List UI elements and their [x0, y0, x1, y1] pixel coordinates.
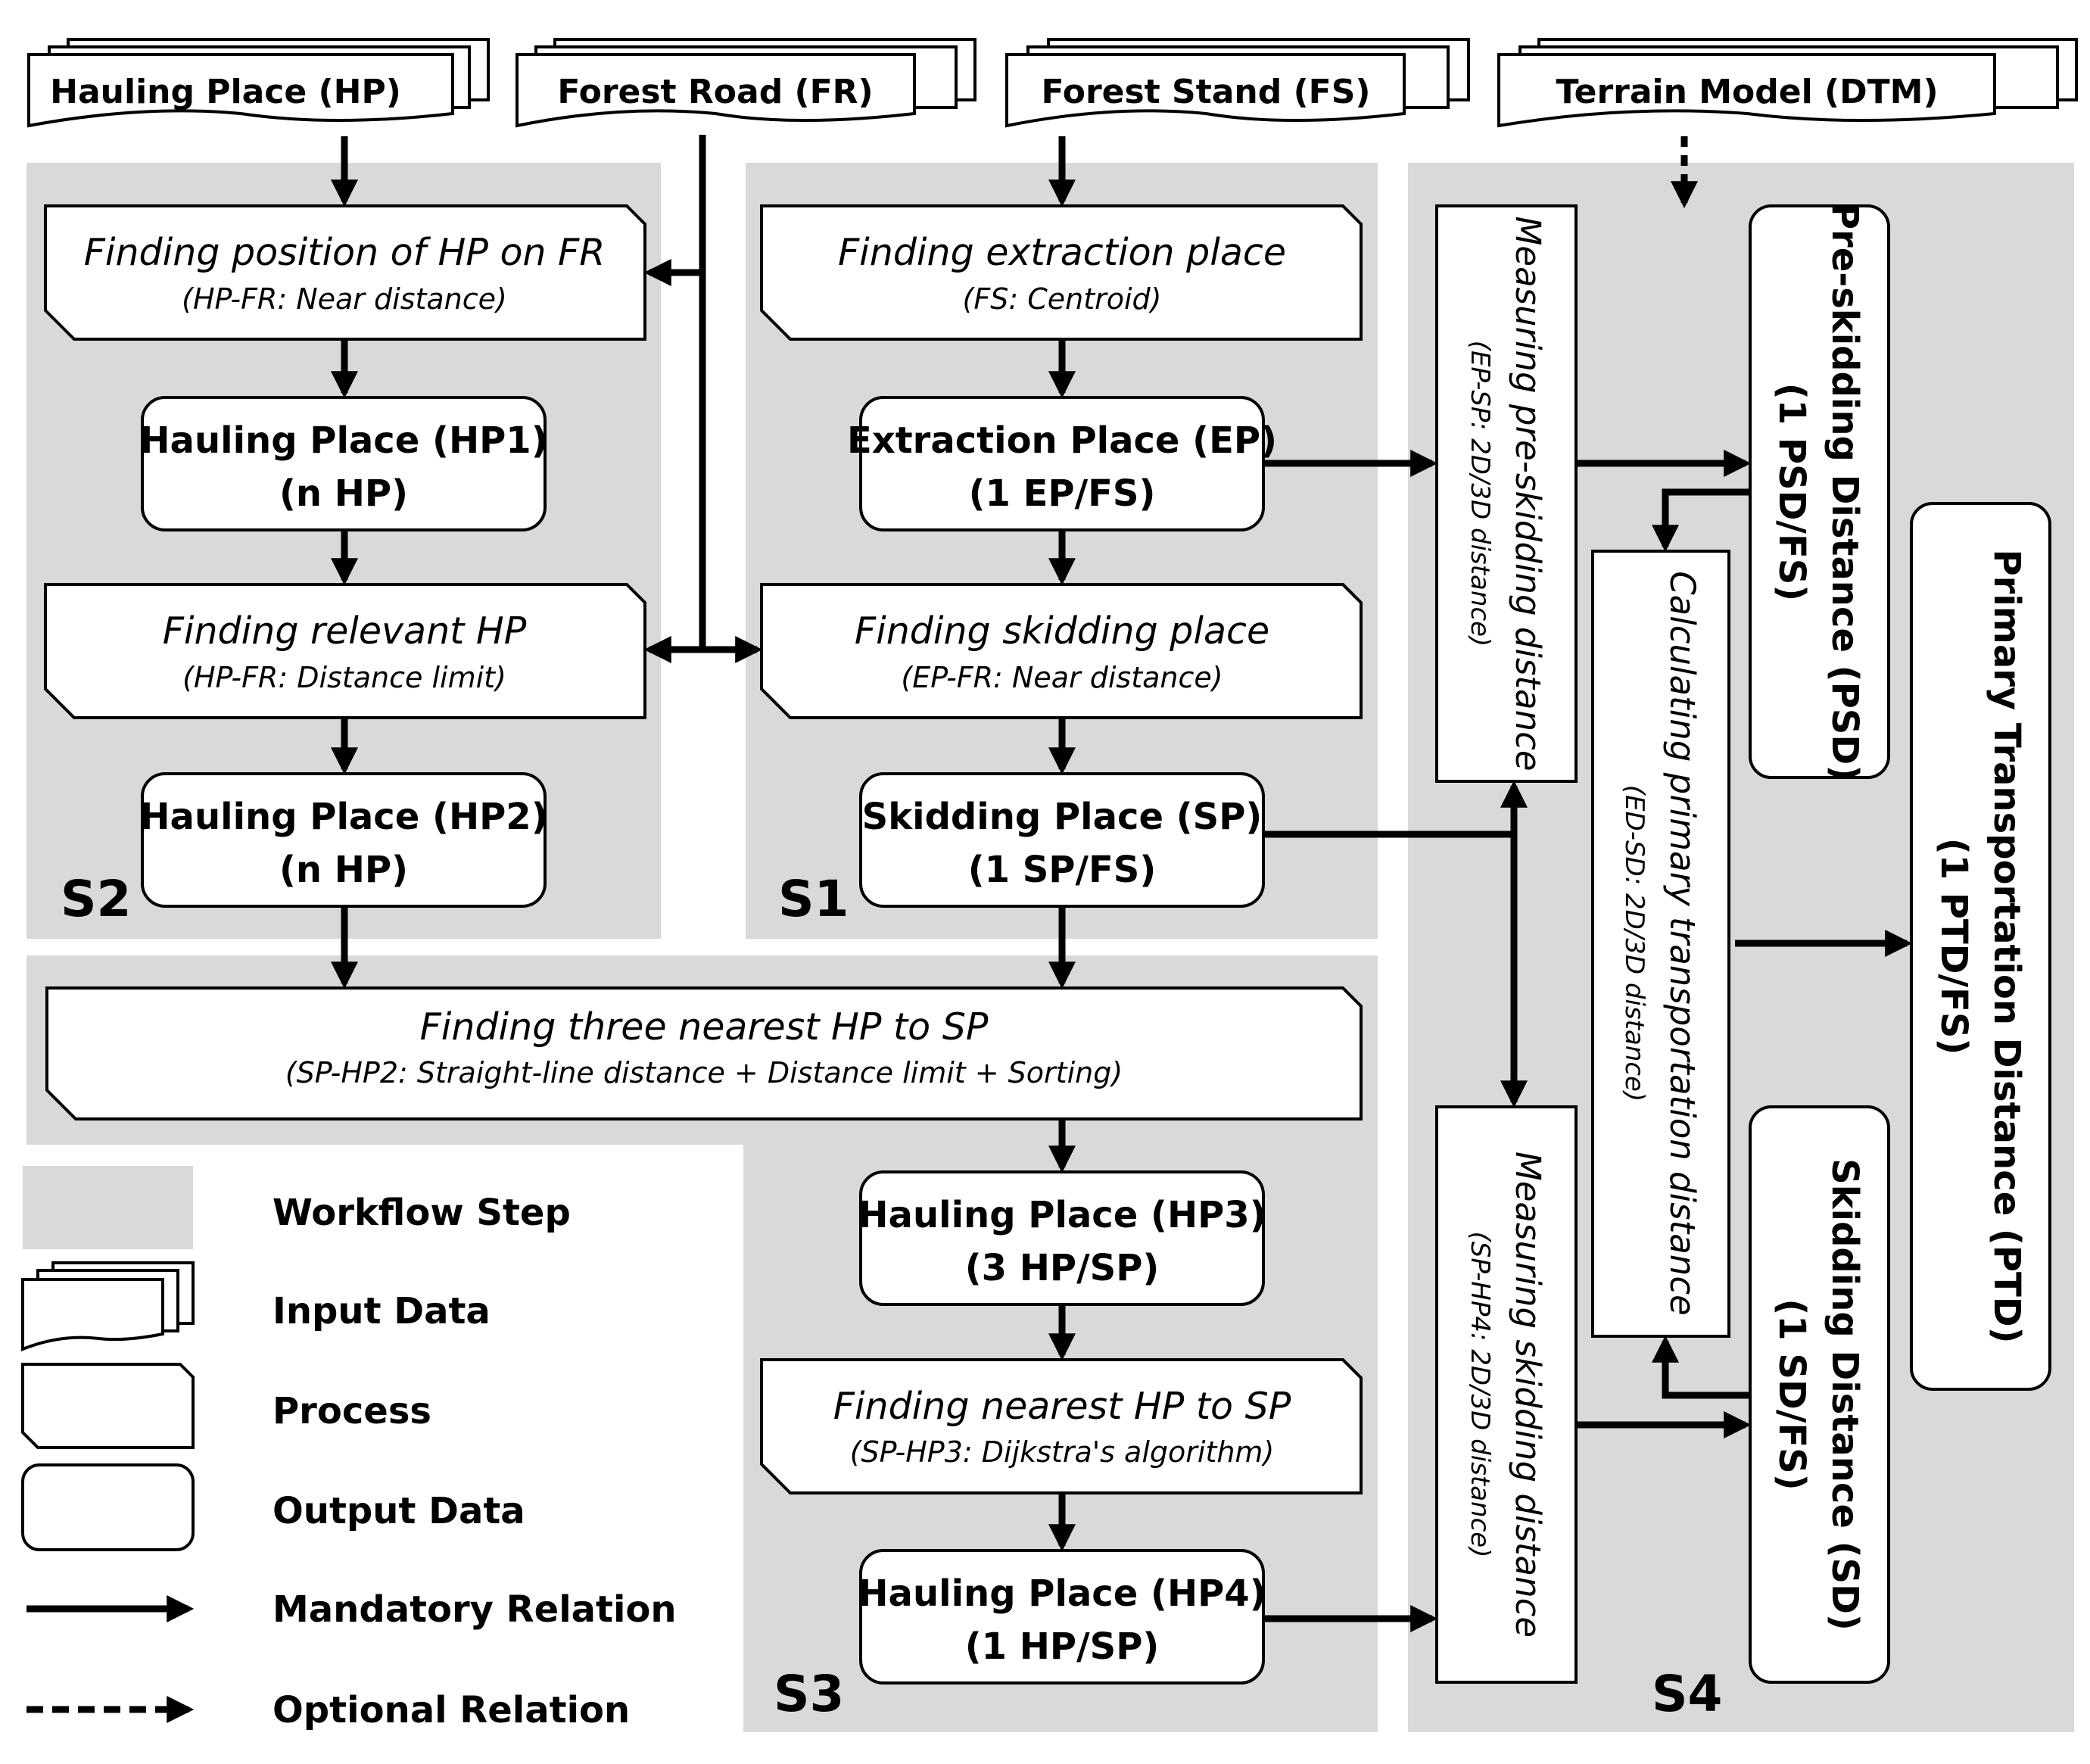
process-find-three-nearest-hp: Finding three nearest HP to SP (SP-HP2: … [45, 986, 1363, 1120]
process-find-extraction-place-title: Finding extraction place [838, 231, 1286, 274]
input-hauling-place-label: Hauling Place (HP) [50, 73, 401, 111]
input-hauling-place: Hauling Place (HP) [27, 38, 490, 128]
process-find-hp-on-fr-title: Finding position of HP on FR [84, 231, 606, 274]
output-ptd-line1: Primary Transportation Distance (PTD) [1986, 550, 2028, 1344]
process-measure-preskidding-title: Measuring pre-skidding distance [1508, 216, 1548, 771]
process-measure-skidding: Measuring skidding distance (SP-HP4: 2D/… [1435, 1105, 1578, 1684]
output-sp: Skidding Place (SP) (1 SP/FS) [859, 772, 1265, 908]
process-find-skidding-place-title: Finding skidding place [855, 609, 1269, 653]
output-sd: Skidding Distance (SD) (1 SD/FS) [1749, 1105, 1890, 1684]
output-hp2-line2: (n HP) [279, 849, 408, 891]
process-find-nearest-hp-subtitle: (SP-HP3: Dijkstra's algorithm) [850, 1435, 1275, 1469]
process-find-hp-on-fr-subtitle: (HP-FR: Near distance) [182, 282, 507, 316]
output-sd-line2: (1 SD/FS) [1771, 1298, 1813, 1490]
legend-mandatory-label: Mandatory Relation [273, 1588, 677, 1631]
arrow-psd-to-calculate [1652, 488, 1750, 553]
output-psd-line1: Pre-skidding Distance (PSD) [1824, 203, 1866, 781]
output-hp4-line2: (1 HP/SP) [965, 1625, 1160, 1668]
process-find-skidding-place: Finding skidding place (EP-FR: Near dist… [760, 583, 1363, 719]
process-calculate-primary-subtitle: (ED-SD: 2D/3D distance) [1619, 785, 1649, 1102]
step-s2-label: S2 [61, 870, 131, 928]
output-sd-line1: Skidding Distance (SD) [1824, 1158, 1866, 1631]
output-hp4: Hauling Place (HP4) (1 HP/SP) [858, 1549, 1266, 1685]
process-find-three-nearest-hp-subtitle: (SP-HP2: Straight-line distance + Distan… [285, 1056, 1123, 1089]
arrow-sd-to-calculate [1652, 1335, 1750, 1399]
output-hp4-line1: Hauling Place (HP4) [858, 1572, 1266, 1615]
process-measure-skidding-subtitle: (SP-HP4: 2D/3D distance) [1465, 1232, 1495, 1558]
output-hp1-line1: Hauling Place (HP1) [139, 419, 547, 462]
process-find-extraction-place: Finding extraction place (FS: Centroid) [760, 204, 1363, 341]
process-find-nearest-hp-title: Finding nearest HP to SP [833, 1385, 1291, 1428]
output-hp2: Hauling Place (HP2) (n HP) [139, 772, 548, 908]
output-ep-line1: Extraction Place (EP) [847, 419, 1277, 462]
process-find-extraction-place-subtitle: (FS: Centroid) [963, 282, 1162, 316]
legend-workflow-step-label: Workflow Step [273, 1192, 571, 1234]
legend-process-icon [21, 1363, 195, 1449]
input-forest-road: Forest Road (FR) [515, 38, 976, 128]
process-measure-preskidding-subtitle: (EP-SP: 2D/3D distance) [1465, 341, 1495, 647]
output-hp3-line1: Hauling Place (HP3) [858, 1194, 1266, 1236]
step-s3-panel [26, 955, 1378, 1732]
output-hp1: Hauling Place (HP1) (n HP) [139, 396, 548, 531]
output-hp3-line2: (3 HP/SP) [965, 1247, 1160, 1289]
process-find-relevant-hp-title: Finding relevant HP [163, 609, 527, 653]
process-find-three-nearest-hp-title: Finding three nearest HP to SP [420, 1005, 989, 1049]
step-s4-label: S4 [1652, 1665, 1722, 1723]
input-forest-stand-label: Forest Stand (FS) [1041, 73, 1370, 111]
output-sp-line1: Skidding Place (SP) [862, 796, 1263, 838]
process-calculate-primary: Calculating primary transportation dista… [1591, 550, 1730, 1338]
legend-input-data-label: Input Data [273, 1290, 491, 1332]
output-ptd-line2: (1 PTD/FS) [1933, 838, 1975, 1055]
output-ep-line2: (1 EP/FS) [969, 472, 1156, 515]
process-find-hp-on-fr: Finding position of HP on FR (HP-FR: Nea… [44, 204, 646, 341]
output-sp-line2: (1 SP/FS) [968, 849, 1157, 891]
input-terrain-model: Terrain Model (DTM) [1497, 38, 2078, 128]
output-psd: Pre-skidding Distance (PSD) (1 PSD/FS) [1749, 203, 1890, 781]
step-s3-label: S3 [774, 1665, 844, 1723]
process-find-relevant-hp-subtitle: (HP-FR: Distance limit) [182, 661, 506, 694]
output-hp2-line1: Hauling Place (HP2) [139, 796, 547, 838]
input-terrain-model-label: Terrain Model (DTM) [1556, 73, 1938, 111]
output-ep: Extraction Place (EP) (1 EP/FS) [847, 396, 1277, 531]
process-measure-preskidding: Measuring pre-skidding distance (EP-SP: … [1435, 204, 1578, 783]
input-forest-stand: Forest Stand (FS) [1005, 38, 1470, 128]
output-ptd: Primary Transportation Distance (PTD) (1… [1910, 502, 2051, 1391]
legend-workflow-step-swatch [23, 1166, 193, 1249]
legend-output-data-label: Output Data [273, 1490, 525, 1532]
output-hp3: Hauling Place (HP3) (3 HP/SP) [858, 1170, 1266, 1306]
process-find-nearest-hp: Finding nearest HP to SP (SP-HP3: Dijkst… [760, 1358, 1363, 1494]
process-measure-skidding-title: Measuring skidding distance [1508, 1152, 1548, 1638]
process-calculate-primary-title: Calculating primary transportation dista… [1662, 571, 1702, 1315]
input-forest-road-label: Forest Road (FR) [557, 73, 873, 111]
output-psd-line2: (1 PSD/FS) [1771, 383, 1813, 601]
output-hp1-line2: (n HP) [279, 472, 408, 515]
legend-optional-label: Optional Relation [273, 1689, 630, 1731]
legend-output-data-icon [21, 1463, 195, 1551]
legend-process-label: Process [273, 1390, 431, 1432]
process-find-relevant-hp: Finding relevant HP (HP-FR: Distance lim… [44, 583, 646, 719]
step-s1-label: S1 [778, 870, 849, 928]
process-find-skidding-place-subtitle: (EP-FR: Near distance) [901, 661, 1223, 694]
legend-input-data-icon [21, 1261, 195, 1351]
